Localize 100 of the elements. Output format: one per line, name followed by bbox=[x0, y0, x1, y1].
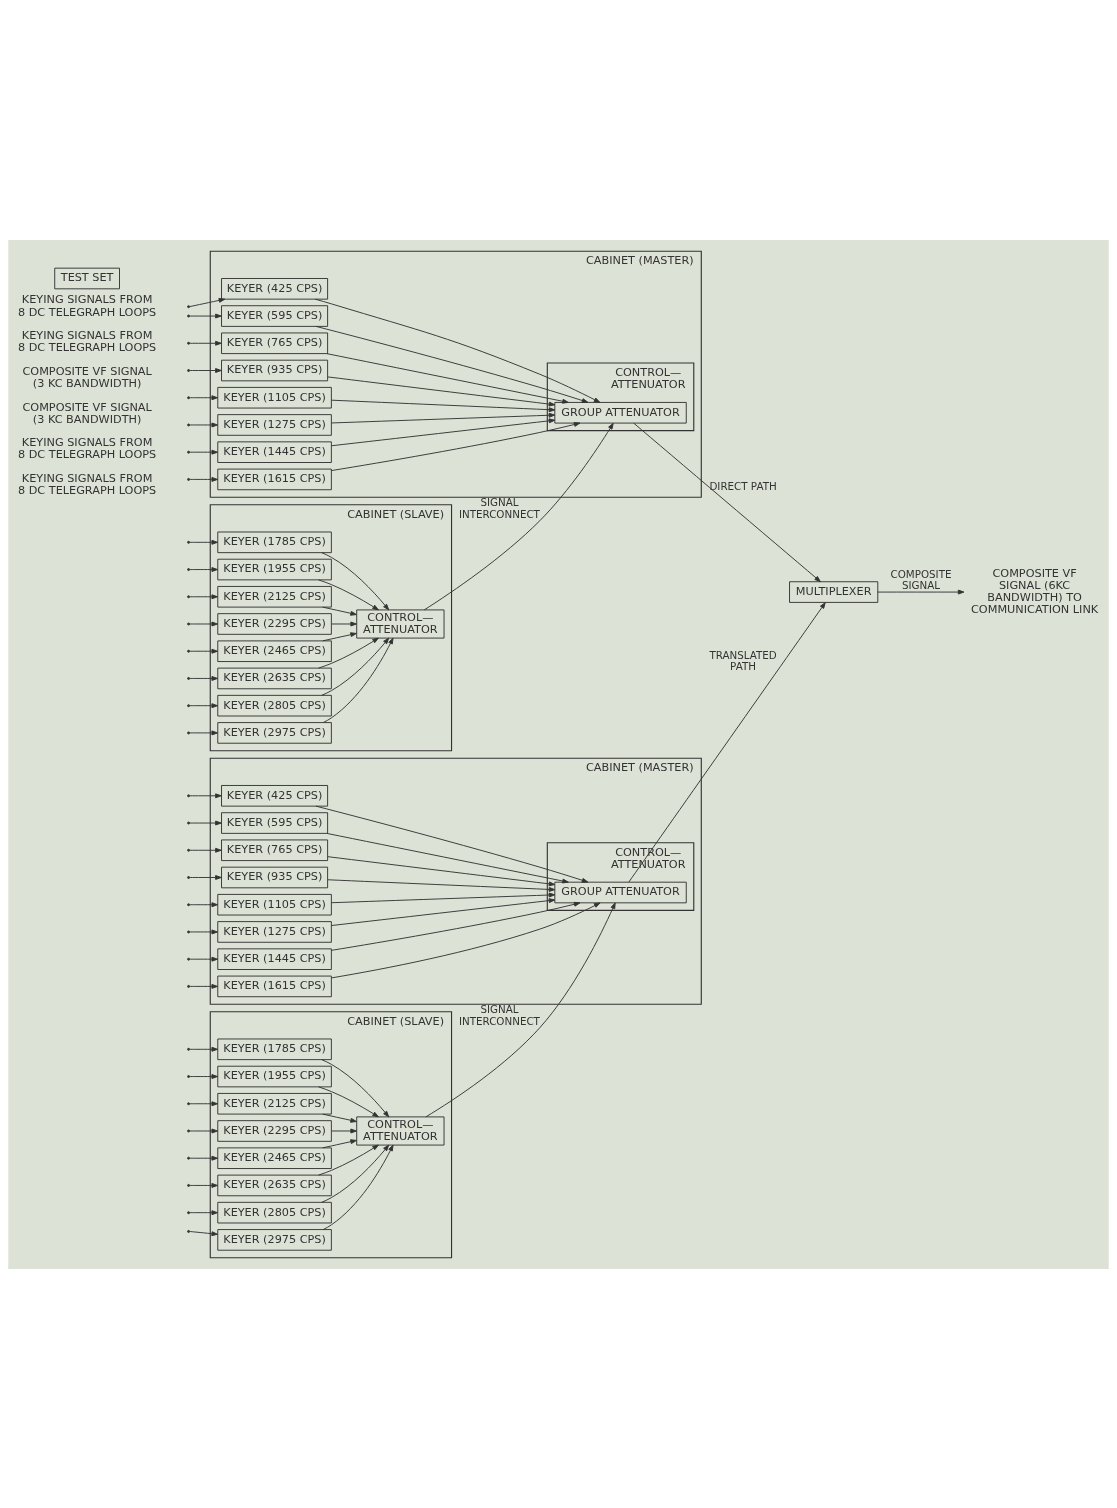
arrow bbox=[189, 1209, 219, 1215]
arrow bbox=[322, 1144, 394, 1230]
arrow bbox=[189, 367, 222, 373]
arrow bbox=[189, 702, 219, 708]
arrow bbox=[189, 1182, 219, 1188]
edge-label: COMPOSITE SIGNAL bbox=[890, 567, 952, 591]
arrow bbox=[331, 399, 556, 412]
node-box: CONTROL— ATTENUATOR bbox=[356, 608, 445, 639]
node-box: KEYER (2125 CPS) bbox=[217, 585, 332, 608]
arrow bbox=[321, 1144, 390, 1203]
arrow bbox=[189, 820, 222, 825]
node-box: KEYER (2465 CPS) bbox=[217, 639, 332, 662]
arrow bbox=[321, 637, 390, 696]
edge-label: DIRECT PATH bbox=[709, 479, 777, 492]
node-box: KEYER (2125 CPS) bbox=[217, 1092, 332, 1115]
arrow bbox=[189, 621, 219, 626]
arrow bbox=[189, 394, 219, 400]
node-box: KEYER (425 CPS) bbox=[221, 784, 329, 807]
arrow bbox=[322, 637, 394, 723]
arrow bbox=[189, 422, 219, 427]
arrow bbox=[189, 983, 219, 989]
arrow bbox=[314, 298, 601, 403]
arrow bbox=[189, 297, 226, 307]
arrow bbox=[189, 1128, 219, 1133]
arrow bbox=[331, 897, 556, 926]
arrow bbox=[189, 449, 219, 455]
arrow bbox=[318, 578, 379, 610]
node-box: KEYER (765 CPS) bbox=[221, 331, 329, 354]
arrow bbox=[189, 675, 219, 681]
arrow bbox=[322, 1113, 357, 1123]
node-box: KEYER (2805 CPS) bbox=[217, 1201, 332, 1223]
node-box: KEYER (2635 CPS) bbox=[217, 667, 332, 689]
arrow bbox=[189, 929, 219, 934]
arrow bbox=[189, 566, 219, 572]
node-box: MULTIPLEXER bbox=[789, 580, 879, 603]
node-box: KEYER (765 CPS) bbox=[221, 838, 329, 861]
node-box: KEYER (1445 CPS) bbox=[217, 440, 332, 463]
node-box: KEYER (1105 CPS) bbox=[217, 893, 332, 915]
node-box: KEYER (1955 CPS) bbox=[217, 1065, 332, 1087]
node-box: KEYER (595 CPS) bbox=[221, 811, 329, 834]
arrow bbox=[330, 901, 581, 951]
arrow bbox=[327, 375, 556, 407]
arrow bbox=[423, 422, 614, 610]
arrow bbox=[331, 412, 556, 423]
arrow bbox=[331, 417, 556, 446]
label: KEYING SIGNALS FROM 8 DC TELEGRAPH LOOPS bbox=[17, 292, 157, 319]
node-box: KEYER (425 CPS) bbox=[221, 277, 329, 300]
node-box: KEYER (2295 CPS) bbox=[217, 1119, 332, 1142]
arrow bbox=[318, 1144, 379, 1176]
arrow bbox=[189, 874, 222, 880]
label: COMPOSITE VF SIGNAL (3 KC BANDWIDTH) bbox=[22, 400, 152, 426]
arrow bbox=[189, 1046, 219, 1052]
arrow bbox=[628, 601, 826, 883]
arrow bbox=[425, 901, 616, 1117]
arrow bbox=[189, 901, 219, 907]
arrow bbox=[189, 847, 222, 853]
arrow bbox=[189, 1073, 219, 1079]
node-box: KEYER (1615 CPS) bbox=[217, 468, 332, 490]
arrow bbox=[189, 593, 219, 599]
node-box: KEYER (935 CPS) bbox=[221, 866, 329, 888]
node-box: KEYER (1275 CPS) bbox=[217, 920, 332, 943]
arrow bbox=[189, 792, 222, 798]
node-box: KEYER (595 CPS) bbox=[221, 304, 329, 327]
arrow bbox=[318, 637, 379, 669]
node-text: COMPOSITE VF SIGNAL (6KC BANDWIDTH) TO COMMUNICATION LINK bbox=[970, 566, 1099, 616]
arrow bbox=[331, 621, 357, 626]
label: KEYING SIGNALS FROM 8 DC TELEGRAPH LOOPS bbox=[17, 328, 157, 354]
arrow bbox=[331, 1128, 357, 1133]
node-box: KEYER (2465 CPS) bbox=[217, 1146, 332, 1169]
arrow bbox=[318, 1085, 379, 1117]
arrow bbox=[189, 729, 219, 735]
edge-label: SIGNAL INTERCONNECT bbox=[458, 1002, 540, 1027]
arrow bbox=[321, 551, 390, 610]
edge-label: SIGNAL INTERCONNECT bbox=[458, 495, 540, 520]
node-box: KEYER (2295 CPS) bbox=[217, 612, 332, 635]
label: KEYING SIGNALS FROM 8 DC TELEGRAPH LOOPS bbox=[17, 471, 157, 497]
node-box: KEYER (1275 CPS) bbox=[217, 413, 332, 436]
arrow bbox=[189, 1155, 219, 1161]
arrow bbox=[322, 1138, 357, 1148]
label: KEYING SIGNALS FROM 8 DC TELEGRAPH LOOPS bbox=[17, 435, 157, 461]
node-box: KEYER (2975 CPS) bbox=[217, 721, 332, 744]
node-box: KEYER (2635 CPS) bbox=[217, 1174, 332, 1196]
arrow bbox=[331, 892, 556, 903]
arrow bbox=[315, 325, 589, 403]
arrow bbox=[322, 631, 357, 641]
node-box: KEYER (935 CPS) bbox=[221, 359, 329, 381]
node-box: KEYER (1955 CPS) bbox=[217, 558, 332, 580]
arrow bbox=[322, 606, 357, 616]
arrow bbox=[326, 352, 569, 404]
node-box: KEYER (2805 CPS) bbox=[217, 694, 332, 716]
arrow bbox=[321, 1058, 390, 1117]
arrow bbox=[189, 313, 222, 318]
node-box: KEYER (1105 CPS) bbox=[217, 386, 332, 409]
arrow bbox=[330, 421, 581, 471]
arrow bbox=[877, 589, 965, 594]
arrow bbox=[633, 422, 821, 582]
arrow bbox=[189, 956, 219, 962]
arrow bbox=[189, 1100, 219, 1106]
node-box: TEST SET bbox=[54, 267, 120, 289]
arrow bbox=[327, 855, 556, 886]
